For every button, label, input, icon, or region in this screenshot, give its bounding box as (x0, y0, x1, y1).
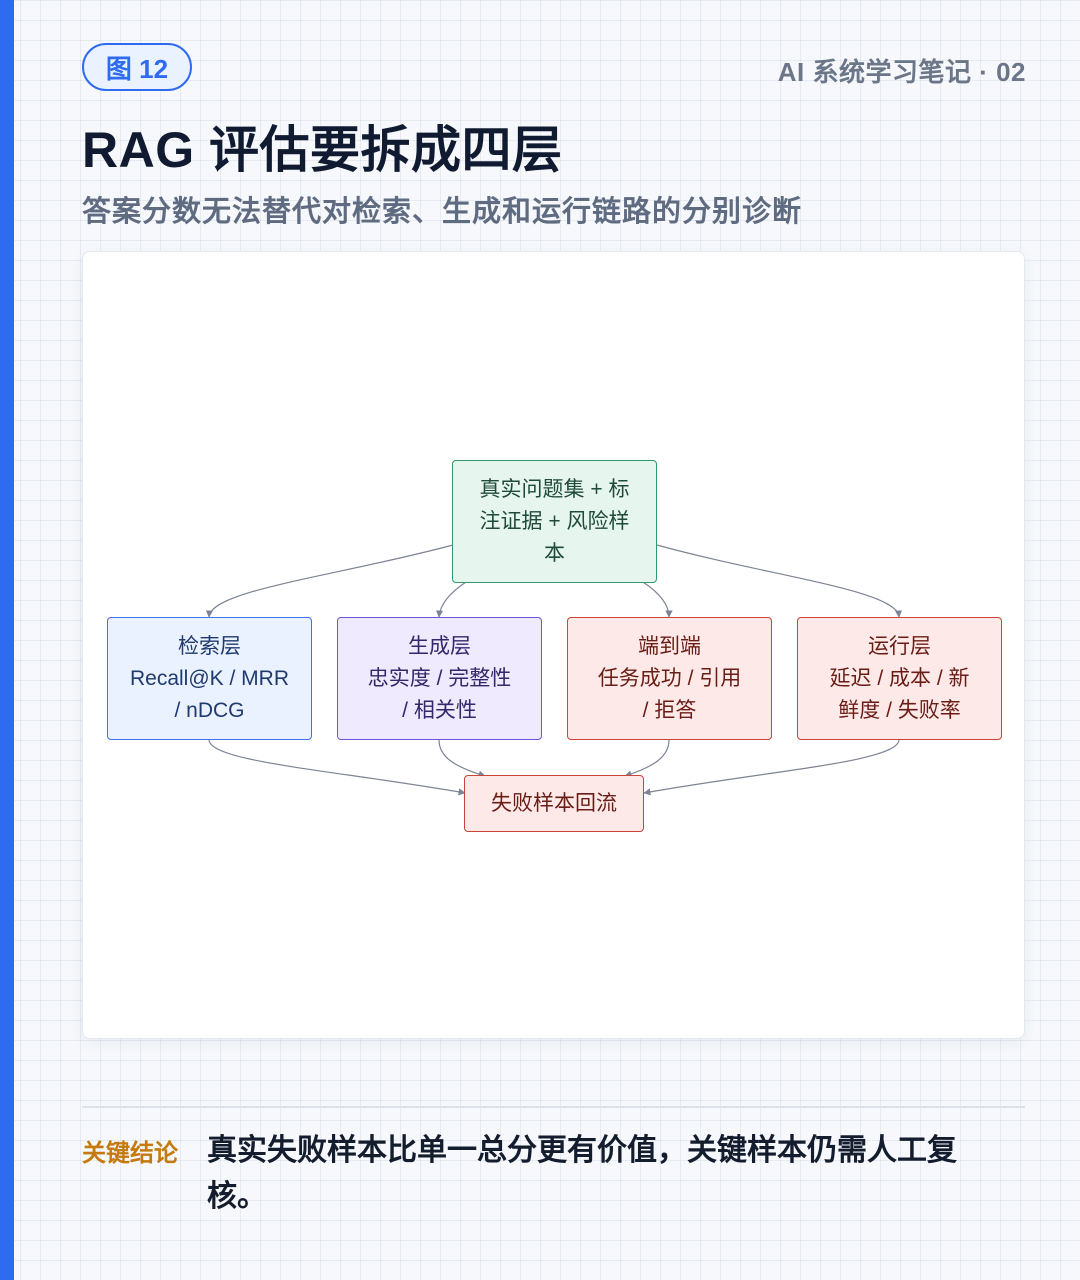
edge-retrieval-feedback (208, 739, 466, 796)
page-title: RAG 评估要拆成四层 (82, 122, 563, 178)
accent-bar (0, 0, 14, 1280)
conclusion-label: 关键结论 (82, 1140, 178, 1167)
edge-e2e-feedback (624, 739, 670, 778)
node-generation-layer: 生成层 忠实度 / 完整性 / 相关性 (337, 617, 542, 740)
edge-source-retrieval (205, 544, 454, 618)
edge-source-generation (435, 581, 467, 618)
node-retrieval-layer: 检索层 Recall@K / MRR / nDCG (107, 617, 312, 740)
node-runtime-layer: 运行层 延迟 / 成本 / 新 鲜度 / 失败率 (797, 617, 1002, 740)
diagram-card: 真实问题集 + 标 注证据 + 风险样 本 检索层 Recall@K / MRR… (82, 251, 1025, 1039)
page-subtitle: 答案分数无法替代对检索、生成和运行链路的分别诊断 (82, 196, 803, 228)
figure-badge: 图 12 (82, 43, 192, 91)
edge-source-runtime (656, 544, 903, 618)
edge-generation-feedback (438, 739, 486, 778)
node-source-dataset: 真实问题集 + 标 注证据 + 风险样 本 (452, 460, 657, 583)
conclusion-text: 真实失败样本比单一总分更有价值，关键样本仍需人工复核。 (207, 1134, 957, 1213)
edge-runtime-feedback (643, 739, 900, 796)
node-end-to-end: 端到端 任务成功 / 引用 / 拒答 (567, 617, 772, 740)
node-failure-feedback: 失败样本回流 (464, 775, 644, 832)
divider (82, 1106, 1025, 1108)
series-label: AI 系统学习笔记 · 02 (777, 57, 1026, 87)
diagram-edges (205, 544, 903, 796)
edge-source-e2e (642, 581, 673, 618)
